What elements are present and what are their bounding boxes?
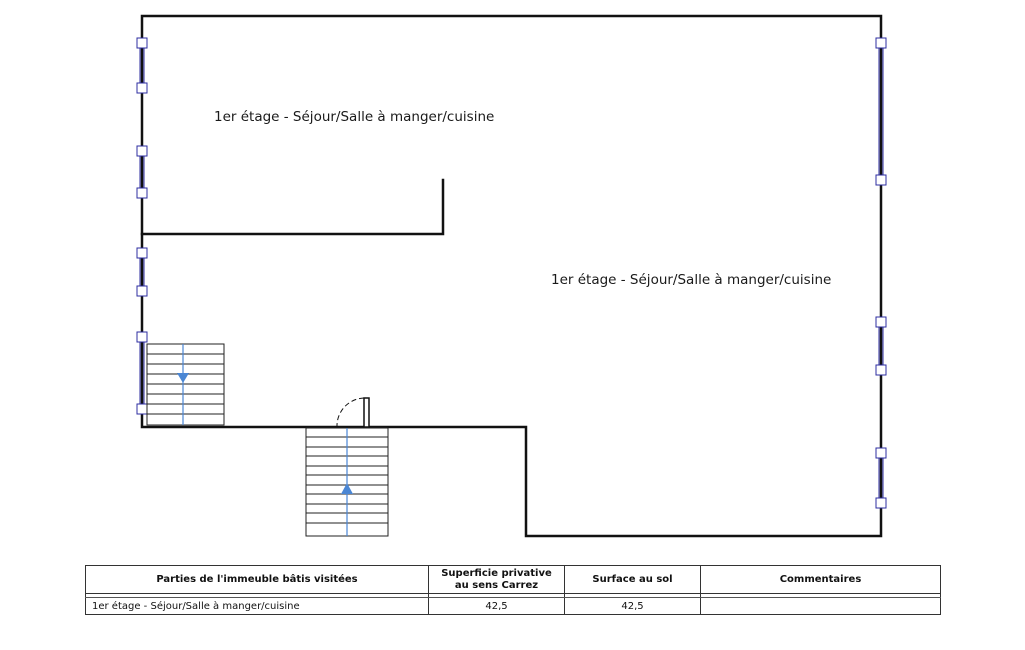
floor-plan: 1er étage - Séjour/Salle à manger/cuisin… bbox=[136, 14, 887, 538]
table-header-row: Parties de l'immeuble bâtis visitées Sup… bbox=[85, 565, 941, 594]
header-sol: Surface au sol bbox=[564, 565, 701, 594]
window-left-3 bbox=[136, 247, 148, 297]
staircase-up bbox=[305, 427, 389, 537]
window-right-2 bbox=[875, 316, 887, 376]
window-left-1 bbox=[136, 37, 148, 94]
cell-carrez: 42,5 bbox=[428, 597, 565, 615]
window-right-3 bbox=[875, 447, 887, 509]
cell-sol: 42,5 bbox=[564, 597, 701, 615]
stair-up-arrow-icon bbox=[341, 483, 353, 494]
header-parties: Parties de l'immeuble bâtis visitées bbox=[85, 565, 429, 594]
table-row-clipped bbox=[85, 593, 941, 598]
header-commentaires: Commentaires bbox=[700, 565, 941, 594]
room-label-upper: 1er étage - Séjour/Salle à manger/cuisin… bbox=[214, 109, 494, 125]
exterior-walls bbox=[140, 14, 883, 538]
header-carrez: Superficie privative au sens Carrez bbox=[428, 565, 565, 594]
interior-partition bbox=[140, 178, 445, 236]
entry-door bbox=[336, 397, 370, 428]
room-label-main: 1er étage - Séjour/Salle à manger/cuisin… bbox=[551, 272, 831, 288]
window-right-1 bbox=[875, 37, 887, 186]
stair-down-arrow-icon bbox=[177, 373, 189, 383]
cell-partie: 1er étage - Séjour/Salle à manger/cuisin… bbox=[85, 597, 429, 615]
staircase-down bbox=[146, 343, 225, 426]
cell-commentaires bbox=[700, 597, 941, 615]
surface-table: Parties de l'immeuble bâtis visitées Sup… bbox=[85, 565, 941, 615]
table-row: 1er étage - Séjour/Salle à manger/cuisin… bbox=[85, 597, 941, 615]
window-left-2 bbox=[136, 145, 148, 199]
